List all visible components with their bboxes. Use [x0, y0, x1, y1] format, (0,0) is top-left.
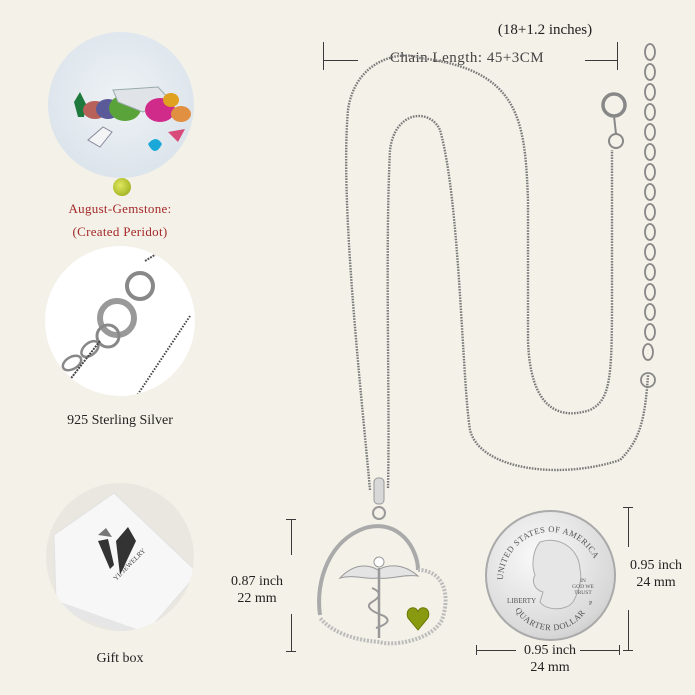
coin-width-right-line	[580, 650, 620, 651]
pendant-height-mm: 22 mm	[237, 591, 277, 606]
sterling-silver-caption: 925 Sterling Silver	[67, 413, 173, 428]
sterling-silver-clasp-image	[45, 246, 195, 396]
chain-dim-left-tick	[323, 42, 324, 70]
gift-box-illustration: YL JEWELRY	[53, 492, 194, 631]
coin-height-inch: 0.95 inch	[629, 558, 683, 573]
chain-dim-left-line	[324, 60, 358, 61]
quarter-coin: UNITED STATES OF AMERICA QUARTER DOLLAR …	[485, 510, 616, 641]
jump-ring	[608, 133, 624, 149]
coin-width-right-cap	[619, 645, 620, 655]
chain-length-inches: (18+1.2 inches)	[497, 22, 593, 38]
gift-box-image: YL JEWELRY	[46, 483, 194, 631]
coin-dim-top-line	[628, 507, 629, 547]
coin-width-left-line	[476, 650, 516, 651]
coin-width-mm: 24 mm	[530, 660, 570, 675]
chain-length-label: Chain Length: 45+3CM	[389, 50, 545, 66]
extender-chain	[640, 43, 656, 388]
pendant-height-inch: 0.87 inch	[230, 574, 284, 589]
pendant-dim-top-line	[291, 519, 292, 555]
coin-dim-bottom-line	[628, 610, 629, 650]
serpent-icon	[368, 587, 389, 629]
svg-text:LIBERTY: LIBERTY	[507, 597, 536, 605]
gift-box-caption: Gift box	[96, 651, 144, 666]
coin-width-inch: 0.95 inch	[523, 643, 577, 658]
pendant-dim-bottom-cap	[286, 651, 296, 652]
svg-text:P: P	[589, 601, 593, 607]
gemstones-illustration	[74, 86, 191, 151]
crystal-stone	[373, 556, 385, 568]
svg-text:QUARTER DOLLAR: QUARTER DOLLAR	[513, 605, 587, 632]
pendant-bail	[373, 477, 385, 505]
svg-text:GOD WE: GOD WE	[572, 584, 594, 590]
clasp-illustration	[61, 246, 191, 396]
coin-dim-bottom-cap	[623, 650, 633, 651]
svg-text:IN: IN	[580, 578, 586, 584]
coin-height-mm: 24 mm	[636, 575, 676, 590]
chain-dim-right-tick	[617, 42, 618, 70]
coin-face: UNITED STATES OF AMERICA QUARTER DOLLAR …	[495, 524, 601, 633]
gemstone-caption-line1: August-Gemstone:	[68, 201, 172, 216]
gemstone-caption-line2: (Created Peridot)	[72, 224, 168, 239]
chain-dim-right-line	[585, 60, 617, 61]
pendant-dim-bottom-line	[291, 614, 292, 652]
peridot-heart-stone	[406, 607, 430, 631]
peridot-stone-icon	[113, 178, 131, 196]
svg-text:TRUST: TRUST	[574, 590, 592, 596]
portrait-icon	[532, 539, 582, 610]
gemstones-image	[48, 32, 194, 178]
caduceus-heart-pendant	[317, 477, 448, 646]
spring-clasp	[601, 92, 627, 118]
